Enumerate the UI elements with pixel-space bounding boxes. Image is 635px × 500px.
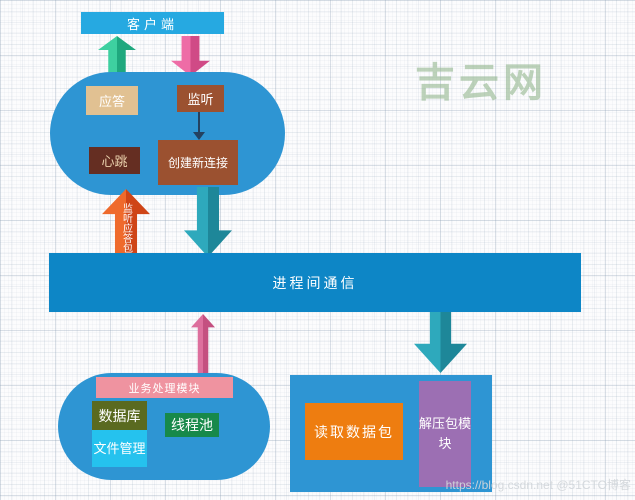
client-to-server-arrow — [171, 36, 210, 76]
reply-node: 应答 — [86, 86, 138, 115]
listen-node: 监听 — [177, 85, 224, 112]
ipc-bar: 进程间通信 — [49, 253, 581, 312]
ipc-to-receiver-arrow — [414, 312, 467, 373]
new-connection-node: 创建新连接 — [158, 140, 238, 185]
site-watermark: 吉云网 — [415, 61, 547, 105]
business-module-banner: 业务处理模块 — [96, 377, 233, 398]
server-to-ipc-arrow — [184, 187, 232, 257]
database-node: 数据库 — [92, 401, 147, 430]
thread-pool-node: 线程池 — [165, 413, 219, 437]
url-watermark: https://blog.csdn.net @51CTO博客 — [445, 478, 631, 492]
read-packet-node: 读取数据包 — [305, 403, 403, 460]
client-node: 客户端 — [81, 12, 224, 34]
listen-reply-packet-label: 监听应答包 — [120, 202, 132, 253]
server-to-client-arrow — [98, 36, 136, 73]
unzip-module-node: 解压包模块 — [419, 381, 471, 487]
business-to-ipc-arrow — [191, 314, 215, 375]
file-manager-node: 文件管理 — [92, 430, 147, 467]
listen-to-newconn-connector — [198, 112, 200, 134]
heartbeat-node: 心跳 — [89, 147, 140, 174]
connector-arrowhead-icon — [193, 132, 205, 140]
